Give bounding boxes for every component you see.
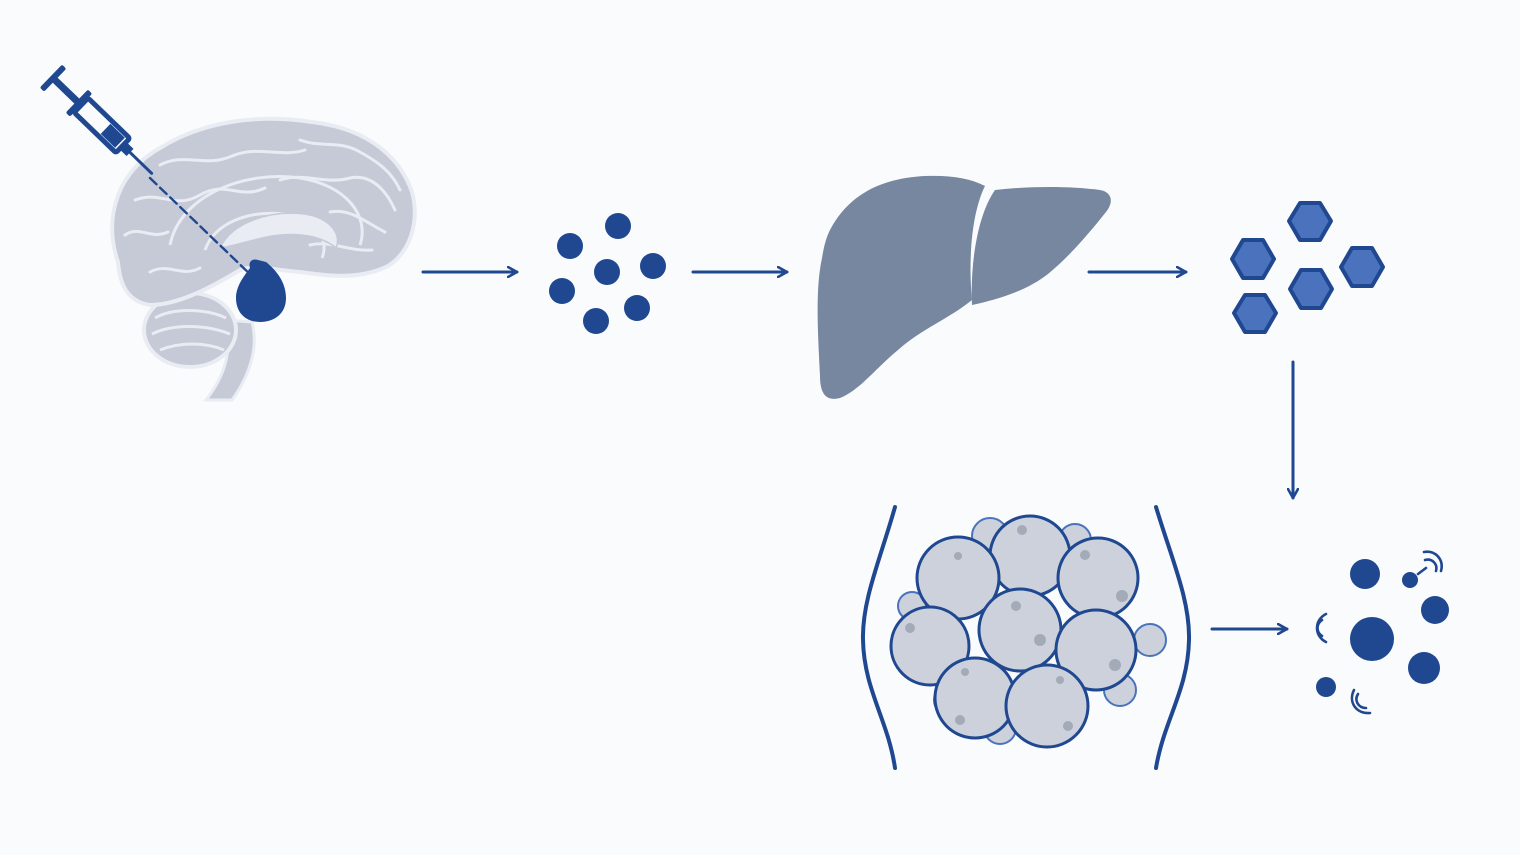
signal-dot (1402, 572, 1418, 588)
body-contour-left (860, 505, 897, 770)
liver-icon (817, 175, 1111, 399)
hormone-dot (557, 233, 583, 259)
liver-right-lobe (817, 175, 985, 399)
syringe-icon (40, 65, 154, 175)
adipocyte (1056, 536, 1140, 620)
hormone-dot (583, 308, 609, 334)
adipocyte-spots (905, 525, 1128, 731)
hexagon-molecule (1230, 238, 1276, 280)
hormone-dot (605, 213, 631, 239)
hexagon-molecule (1339, 246, 1385, 288)
hormone-molecules-icon (549, 213, 666, 334)
hormone-dot (594, 259, 620, 285)
hormone-dot (549, 278, 575, 304)
signal-wave-marks (1315, 550, 1443, 715)
hormone-dot (624, 295, 650, 321)
signal-dot (1408, 652, 1440, 684)
signal-dot (1350, 617, 1394, 661)
signaling-molecules-icon (1315, 550, 1449, 715)
signal-dot (1350, 559, 1380, 589)
liver-left-lobe (971, 187, 1111, 305)
cerebellum-folds (151, 309, 231, 352)
injection-path (148, 176, 256, 280)
signal-dot (1421, 596, 1449, 624)
adipocyte (933, 656, 1017, 740)
fat-tissue-icon (860, 505, 1192, 770)
flow-arrows (421, 272, 1293, 629)
hexagon-molecule (1287, 201, 1333, 242)
cerebrum (110, 116, 417, 308)
hexagon-molecule (1232, 293, 1278, 334)
adipocyte (977, 587, 1063, 673)
brain-with-syringe-icon (40, 65, 417, 402)
corpus-callosum (218, 212, 339, 250)
signal-dot (1316, 677, 1336, 697)
hormone-dot (640, 253, 666, 279)
hexagon-molecules-icon (1230, 201, 1385, 334)
hexagon-molecule (1288, 268, 1334, 310)
adipocyte (1004, 663, 1090, 749)
adipocyte-group (889, 514, 1140, 749)
body-contour-right (1154, 505, 1192, 770)
pituitary-target (236, 259, 286, 322)
